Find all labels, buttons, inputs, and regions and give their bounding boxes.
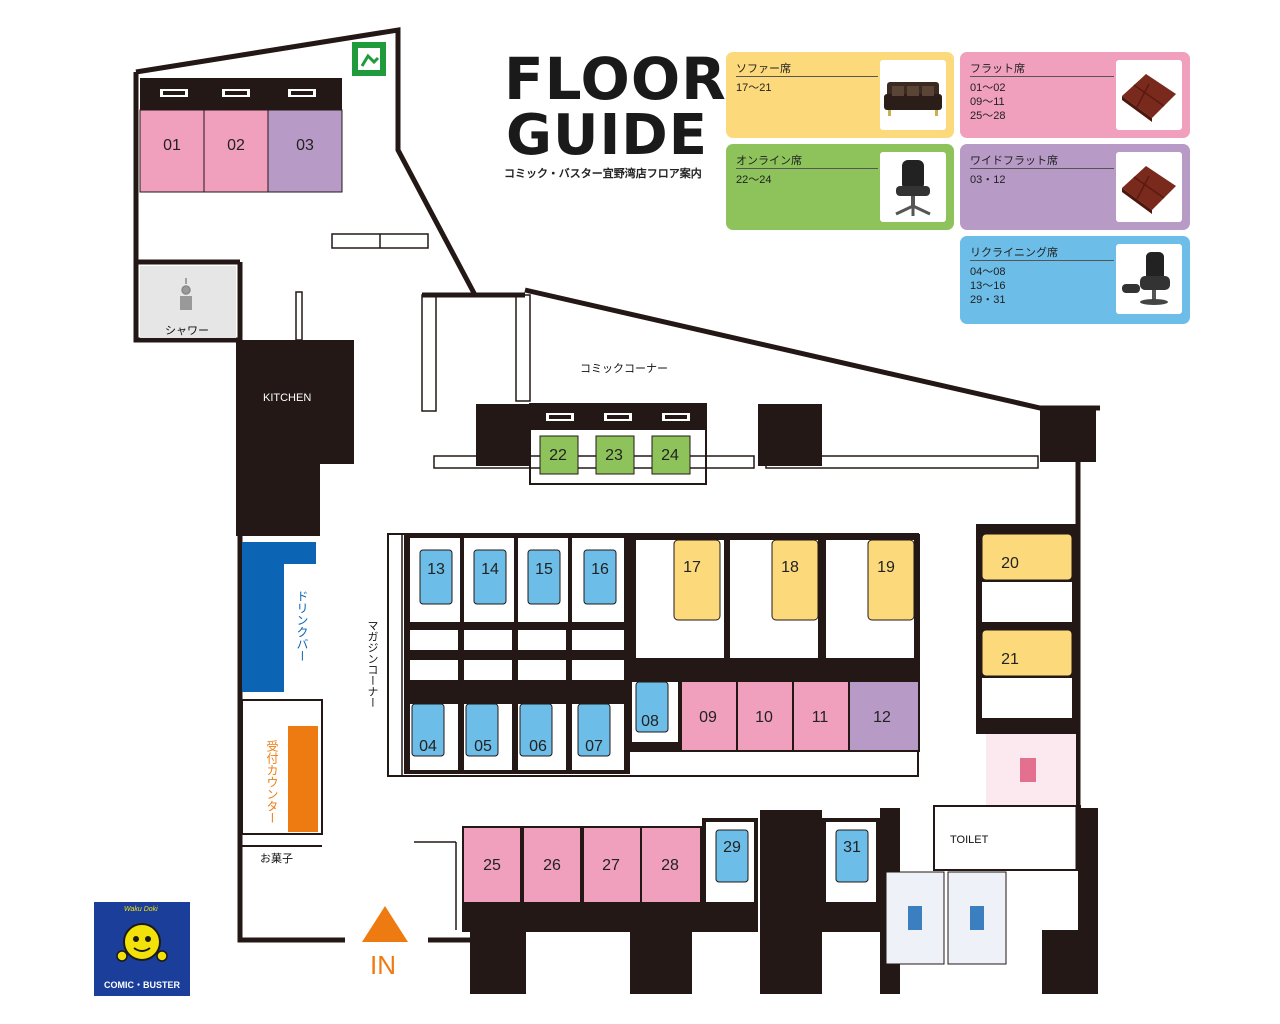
legend-label: フラット席 (970, 63, 1025, 75)
mascot-text: Waku Doki (124, 906, 158, 913)
reception-label: 受付カウンター (265, 740, 279, 824)
seat-16[interactable]: 16 (591, 561, 609, 578)
floor-guide-title-line1: FLOOR (504, 45, 727, 113)
seat-26[interactable]: 26 (543, 857, 561, 874)
seat-12[interactable]: 12 (873, 709, 891, 726)
seat-02[interactable]: 02 (227, 137, 245, 154)
entrance-label: IN (370, 950, 396, 980)
seat-labels: 01 02 03 04 05 06 07 08 09 10 11 12 13 14 15 16 17 18 19 20… (163, 137, 1019, 874)
male-icon (970, 906, 984, 930)
legend-label: リクライニング席 (970, 247, 1058, 259)
legend-card-wide-flat: ワイドフラット席 03・12 (960, 144, 1190, 230)
comic-corner-label: コミックコーナー (580, 363, 668, 375)
seat-18[interactable]: 18 (781, 559, 799, 576)
seat-04[interactable]: 04 (419, 738, 437, 755)
office-chair-icon (880, 152, 946, 222)
seat-29[interactable]: 29 (723, 839, 741, 856)
seat-19[interactable]: 19 (877, 559, 895, 576)
shower-label: シャワー (165, 325, 209, 337)
seat-05[interactable]: 05 (474, 738, 492, 755)
flat-mat-icon (1116, 152, 1182, 222)
seat-23[interactable]: 23 (605, 447, 623, 464)
seat-25[interactable]: 25 (483, 857, 501, 874)
seat-07[interactable]: 07 (585, 738, 603, 755)
toilet-label: TOILET (950, 834, 989, 846)
legend-seat-range: 03・12 (970, 174, 1006, 186)
floor-guide-subtitle: コミック・バスター宜野湾店フロア案内 (504, 168, 702, 180)
shower-icon (180, 278, 192, 310)
legend-seat-range: 17〜21 (736, 82, 772, 94)
legend-card-recliner: リクライニング席 04〜08 13〜16 29・31 (960, 236, 1190, 324)
reception-counter (241, 699, 323, 835)
seat-01[interactable]: 01 (163, 137, 181, 154)
comic-buster-logo: Waku Doki COMIC・BUSTER (94, 902, 190, 996)
seat-20[interactable]: 20 (1001, 555, 1019, 572)
legend-seat-range: 04〜08 13〜16 29・31 (970, 266, 1006, 306)
recliner-icon (1116, 244, 1182, 314)
flat-mat-icon (1116, 60, 1182, 130)
legend-label: ソファー席 (736, 63, 791, 75)
magazine-corner-label: マガジンコーナー (366, 620, 378, 708)
seat-31[interactable]: 31 (843, 839, 861, 856)
seat-03[interactable]: 03 (296, 137, 314, 154)
entrance-arrow-icon (362, 906, 408, 942)
male-icon (908, 906, 922, 930)
seat-21[interactable]: 21 (1001, 651, 1019, 668)
seat-27[interactable]: 27 (602, 857, 620, 874)
legend-seat-range: 22〜24 (736, 174, 772, 186)
floor-guide-title-line2: GUIDE (506, 103, 709, 168)
legend-card-sofa: ソファー席 17〜21 (726, 52, 954, 138)
legend-seat-range: 01〜02 09〜11 25〜28 (970, 82, 1006, 122)
seat-22[interactable]: 22 (549, 447, 567, 464)
seat-09[interactable]: 09 (699, 709, 717, 726)
seat-28[interactable]: 28 (661, 857, 679, 874)
seat-08[interactable]: 08 (641, 713, 659, 730)
mascot-icon (116, 923, 168, 962)
seat-13[interactable]: 13 (427, 561, 445, 578)
female-icon (1020, 758, 1036, 782)
seat-14[interactable]: 14 (481, 561, 499, 578)
sofa-icon (880, 60, 946, 130)
seat-06[interactable]: 06 (529, 738, 547, 755)
legend-label: オンライン席 (736, 155, 802, 167)
legend-card-online: オンライン席 22〜24 (726, 144, 954, 230)
legend-card-flat: フラット席 01〜02 09〜11 25〜28 (960, 52, 1190, 138)
seat-15[interactable]: 15 (535, 561, 553, 578)
kitchen-block (236, 340, 354, 464)
seat-24[interactable]: 24 (661, 447, 679, 464)
seat-17[interactable]: 17 (683, 559, 701, 576)
brand-name: COMIC・BUSTER (104, 980, 180, 990)
seat-11[interactable]: 11 (812, 709, 829, 726)
kitchen-label: KITCHEN (263, 392, 312, 404)
drink-bar-label: ドリンクバー (295, 590, 309, 662)
legend-label: ワイドフラット席 (970, 155, 1058, 167)
snacks-label: お菓子 (260, 853, 293, 865)
seat-10[interactable]: 10 (755, 709, 773, 726)
